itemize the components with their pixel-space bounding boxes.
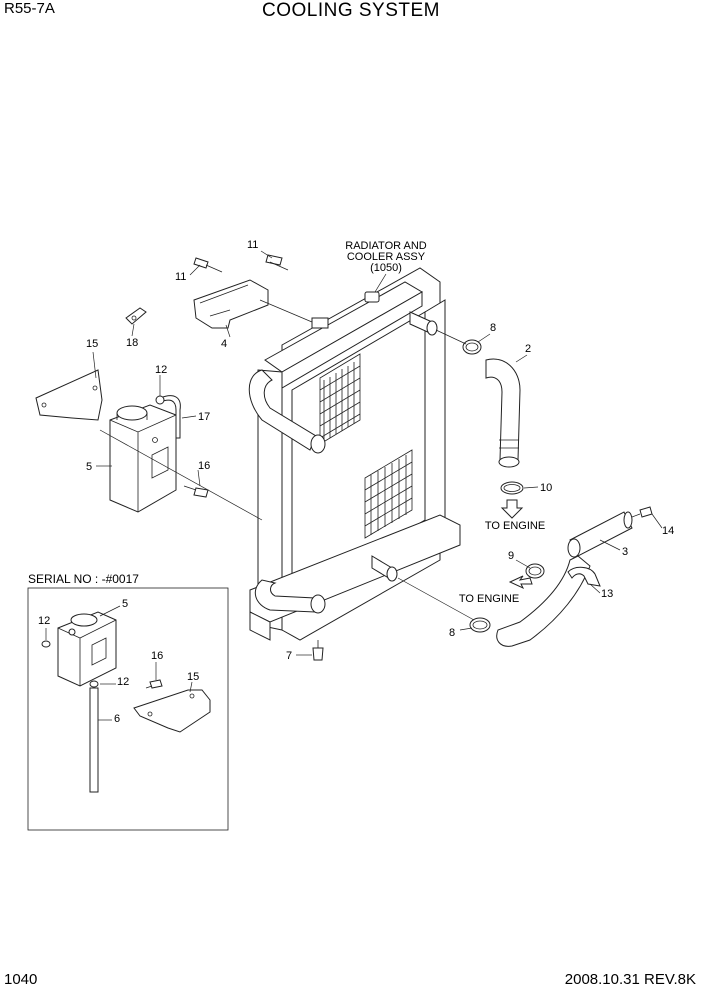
- bracket-4: [193, 279, 269, 329]
- hose-2: [485, 358, 521, 468]
- callout-2: 2: [525, 343, 531, 355]
- arrow-left-icon: [508, 575, 533, 590]
- pipe-3: [496, 511, 633, 647]
- callout-3: 3: [622, 546, 628, 558]
- clip-18: [125, 307, 147, 325]
- bolt-icon: [193, 254, 289, 273]
- bolt-7: [312, 640, 324, 661]
- inset-serial-box: SERIAL NO : -#0017 5 12 16 15 12 6: [27, 572, 229, 831]
- callout-15: 15: [187, 671, 199, 683]
- clamp-10: [500, 481, 524, 495]
- callout-10: 10: [540, 482, 552, 494]
- page-number: 1040: [4, 971, 38, 988]
- serial-note: SERIAL NO : -#0017: [28, 572, 139, 586]
- reservoir-tank: [109, 404, 177, 513]
- bracket-15: [35, 369, 103, 421]
- callout-5: 5: [86, 461, 92, 473]
- to-engine-label-1: TO ENGINE: [485, 520, 545, 532]
- callout-7: 7: [286, 650, 292, 662]
- clamp-8b: [469, 617, 491, 633]
- callout-16: 16: [198, 460, 210, 472]
- radiator-note-line-1: RADIATOR AND: [345, 240, 427, 252]
- callout-12: 12: [155, 364, 167, 376]
- page-title: COOLING SYSTEM: [261, 0, 441, 21]
- callout-8: 8: [449, 627, 455, 639]
- callout-15: 15: [86, 338, 98, 350]
- model-code: R55-7A: [4, 0, 55, 17]
- radiator-assembly: RADIATOR AND COOLER ASSY (1050): [248, 240, 461, 641]
- callout-5: 5: [122, 598, 128, 610]
- revision-date: 2008.10.31 REV.8K: [564, 971, 696, 988]
- callout-16: 16: [151, 650, 163, 662]
- callout-14: 14: [662, 525, 674, 537]
- callout-17: 17: [198, 411, 210, 423]
- clamp-9: [525, 563, 545, 579]
- radiator-note-line-3: (1050): [370, 262, 402, 274]
- callout-13: 13: [601, 588, 613, 600]
- callout-labels: 11 11 18 4 15 12 17 5 16 8 2 10 14 3 9 1…: [86, 239, 674, 662]
- bolt-14: [631, 506, 653, 518]
- callout-11: 11: [175, 271, 186, 283]
- callout-11: 11: [247, 239, 258, 251]
- arrow-down-icon: [500, 499, 524, 519]
- cap-12: [155, 395, 165, 405]
- callout-9: 9: [508, 550, 514, 562]
- callout-6: 6: [114, 713, 120, 725]
- callout-18: 18: [126, 337, 138, 349]
- callout-12: 12: [38, 615, 50, 627]
- callout-12: 12: [117, 676, 129, 688]
- clamp-13: [567, 566, 601, 587]
- clamp-8: [462, 339, 482, 355]
- to-engine-label-2: TO ENGINE: [459, 593, 519, 605]
- bolt-16: [183, 485, 209, 498]
- callout-4: 4: [221, 338, 227, 350]
- radiator-note-line-2: COOLER ASSY: [347, 251, 426, 263]
- callout-8: 8: [490, 322, 496, 334]
